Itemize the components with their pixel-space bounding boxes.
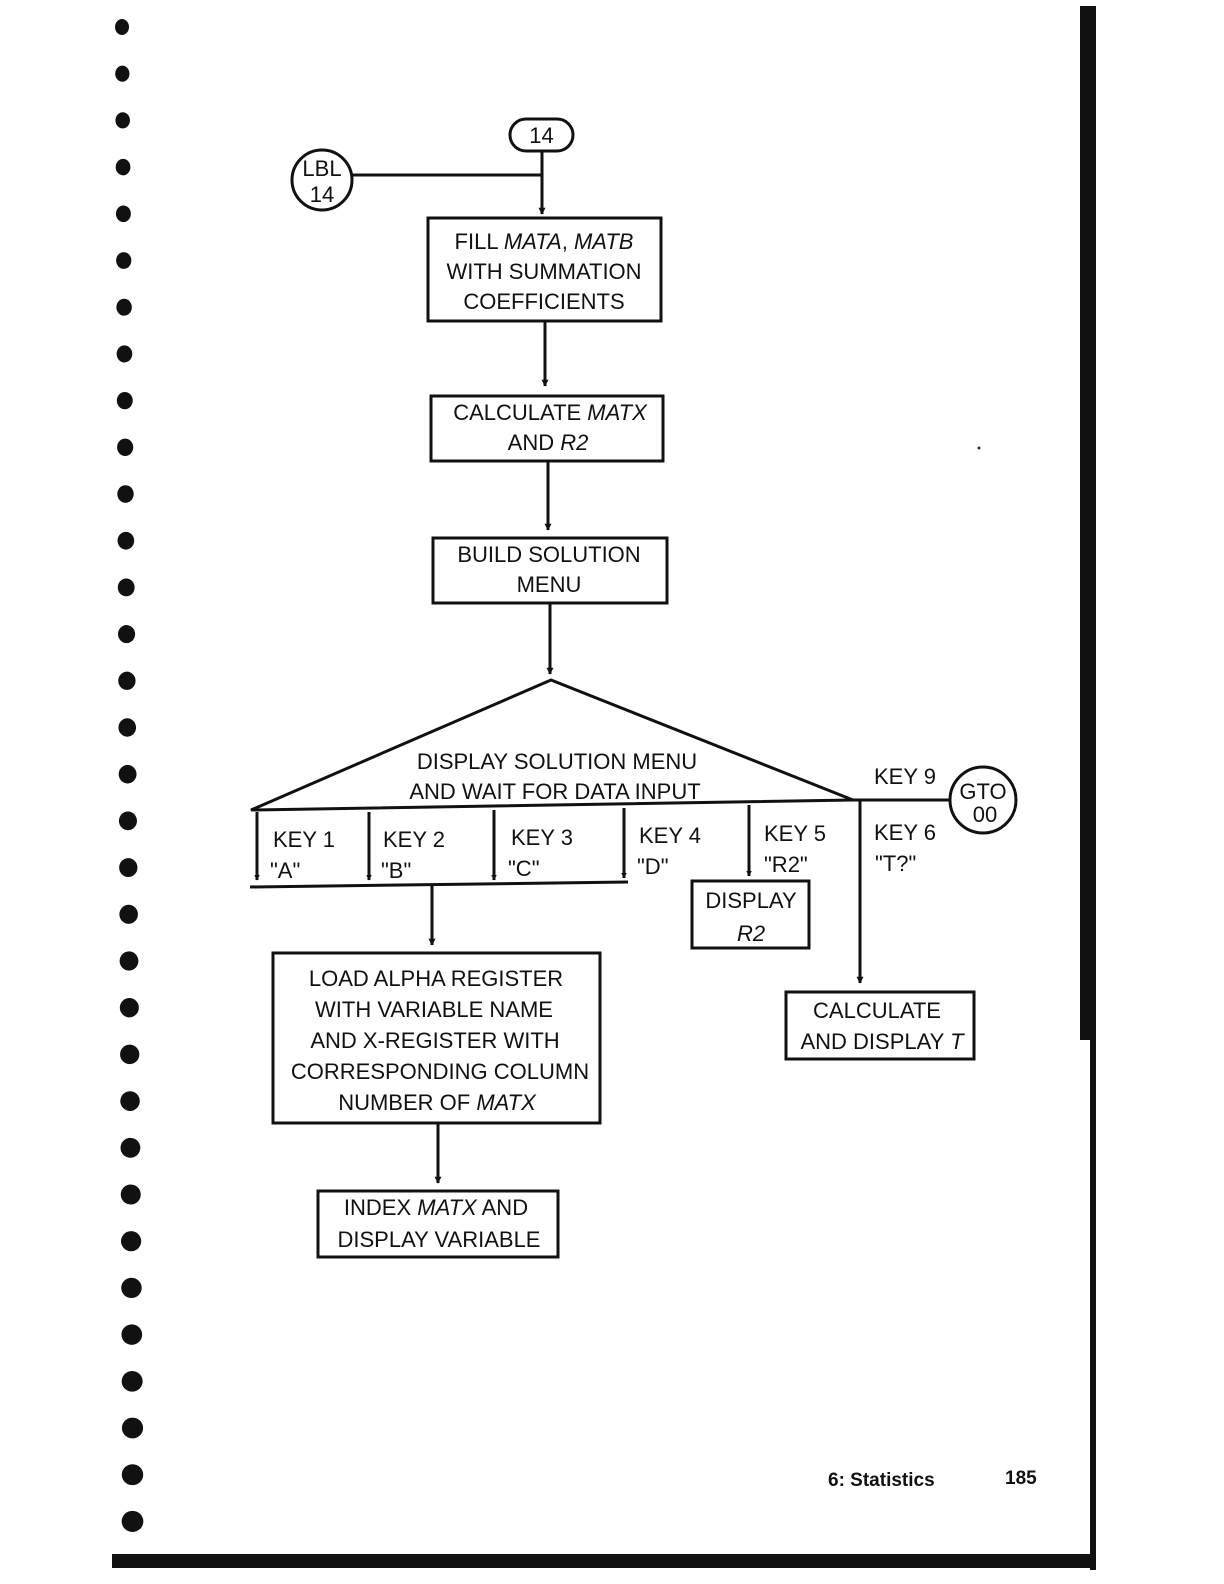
index-box-line2: DISPLAY VARIABLE — [338, 1227, 541, 1252]
calculate-matx-box: CALCULATE MATX AND R2 — [429, 394, 665, 463]
keys-merge-line — [249, 880, 629, 889]
calculate-t-box: CALCULATE AND DISPLAY T — [784, 990, 976, 1061]
key1-label: KEY 1 — [273, 827, 335, 852]
lbl-node-line1: LBL — [302, 156, 341, 181]
key3-code: "C" — [508, 856, 540, 881]
binding-hole — [120, 1137, 141, 1158]
calculate-box-line1: CALCULATE MATX — [453, 400, 648, 425]
key4-code: "D" — [637, 854, 669, 879]
binding-hole — [120, 1231, 142, 1252]
binding-hole — [116, 252, 132, 269]
binding-hole — [121, 1370, 143, 1392]
stray-dot — [977, 446, 981, 450]
binding-hole — [120, 1184, 141, 1205]
binding-hole — [115, 112, 130, 129]
binding-hole — [117, 438, 134, 457]
display-r2-line1: DISPLAY — [705, 888, 797, 913]
binding-hole — [116, 391, 133, 410]
binding-hole — [117, 531, 135, 550]
key5-label: KEY 5 — [764, 821, 826, 846]
binding-hole — [117, 625, 136, 644]
key5-code: "R2" — [764, 852, 808, 877]
display-r2-box: DISPLAY R2 — [690, 879, 811, 950]
key9-label: KEY 9 — [874, 764, 936, 789]
binding-hole — [115, 158, 131, 176]
key1-code: "A" — [270, 858, 300, 883]
binding-hole — [117, 485, 134, 503]
footer-page-number: 185 — [1005, 1468, 1037, 1489]
gto-node-line1: GTO — [959, 779, 1006, 804]
lbl-14-node: LBL 14 — [290, 148, 354, 212]
right-page-edge-lower — [1090, 1040, 1096, 1570]
binding-hole — [116, 298, 132, 316]
binding-hole — [119, 951, 139, 971]
binding-hole — [121, 1510, 144, 1532]
fill-matrices-box: FILL MATA, MATB WITH SUMMATION COEFFICIE… — [426, 216, 663, 323]
binding-hole — [118, 671, 136, 690]
bottom-page-edge — [112, 1554, 1096, 1568]
binding-hole — [116, 345, 133, 363]
binding-hole — [117, 578, 135, 597]
fill-box-line3: COEFFICIENTS — [463, 289, 624, 314]
footer-section: 6: Statistics — [828, 1470, 935, 1491]
key2-label: KEY 2 — [383, 827, 445, 852]
load-box-line4: CORRESPONDING COLUMN — [291, 1059, 589, 1084]
key6-label: KEY 6 — [874, 820, 936, 845]
binding-hole — [118, 718, 137, 737]
binding-hole — [121, 1277, 142, 1299]
fill-box-line1: FILL MATA, MATB — [455, 229, 634, 254]
key2-code: "B" — [381, 858, 411, 883]
binding-hole — [119, 858, 138, 878]
load-alpha-box: LOAD ALPHA REGISTER WITH VARIABLE NAME A… — [271, 951, 602, 1125]
build-box-line2: MENU — [517, 572, 582, 597]
binding-hole — [121, 1417, 144, 1439]
binding-hole — [115, 65, 130, 82]
entry-connector: 14 — [508, 117, 575, 153]
display-menu-decision: DISPLAY SOLUTION MENU AND WAIT FOR DATA … — [250, 678, 854, 812]
binding-hole — [118, 811, 137, 831]
key3-label: KEY 3 — [511, 825, 573, 850]
binding-hole — [115, 19, 129, 35]
lbl-node-line2: 14 — [310, 182, 334, 207]
fill-box-line2: WITH SUMMATION — [446, 259, 641, 284]
load-box-line2: WITH VARIABLE NAME — [315, 997, 553, 1022]
gto-00-node: GTO 00 — [948, 765, 1018, 835]
calculate-box-line2: AND R2 — [508, 430, 589, 455]
index-matx-box: INDEX MATX AND DISPLAY VARIABLE — [316, 1189, 560, 1259]
gto-node-line2: 00 — [973, 802, 997, 827]
build-box-line1: BUILD SOLUTION — [457, 542, 640, 567]
binding-hole — [119, 998, 139, 1018]
load-box-line1: LOAD ALPHA REGISTER — [309, 966, 563, 991]
binding-hole — [119, 904, 138, 924]
binding-hole — [115, 205, 131, 223]
spiral-binding-holes — [115, 19, 144, 1532]
binding-hole — [121, 1464, 144, 1486]
binding-hole — [118, 764, 137, 784]
binding-hole — [121, 1324, 143, 1345]
binding-hole — [120, 1091, 140, 1111]
decision-line2: AND WAIT FOR DATA INPUT — [409, 779, 700, 804]
binding-hole — [120, 1044, 140, 1065]
right-page-edge — [1080, 6, 1096, 1040]
load-box-line3: AND X-REGISTER WITH — [310, 1028, 559, 1053]
decision-line1: DISPLAY SOLUTION MENU — [417, 749, 697, 774]
calc-t-line2: AND DISPLAY T — [800, 1029, 965, 1054]
key4-label: KEY 4 — [639, 823, 701, 848]
key6-code: "T?" — [875, 851, 916, 876]
calc-t-line1: CALCULATE — [813, 998, 941, 1023]
build-menu-box: BUILD SOLUTION MENU — [431, 536, 669, 605]
entry-connector-label: 14 — [529, 123, 553, 148]
display-r2-line2: R2 — [737, 921, 765, 946]
index-box-line1: INDEX MATX AND — [344, 1195, 528, 1220]
load-box-line5: NUMBER OF MATX — [338, 1090, 537, 1115]
